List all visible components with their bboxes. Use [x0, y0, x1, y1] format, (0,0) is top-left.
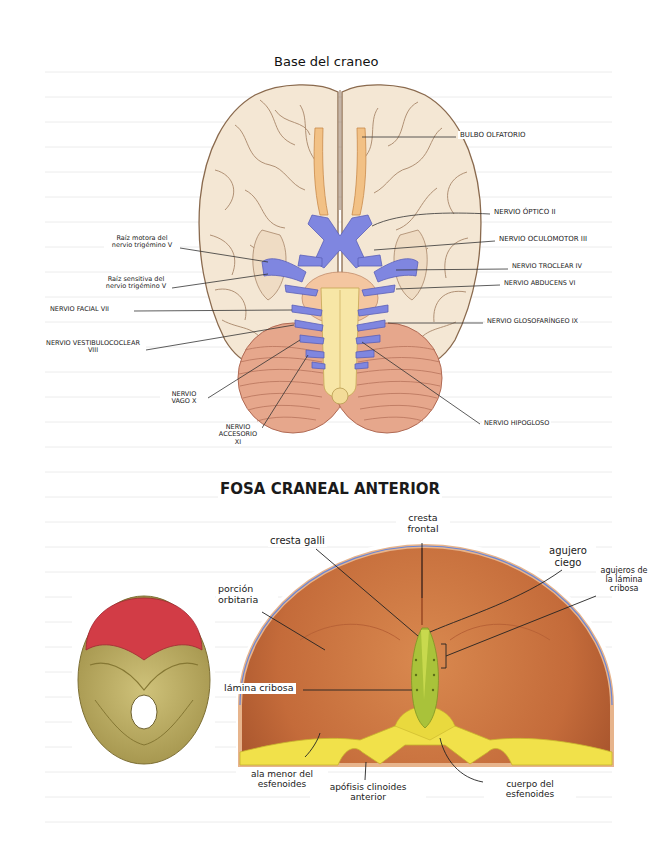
leader-lines	[134, 137, 508, 428]
nerve-label: NERVIO ABDUCENS VI	[502, 280, 577, 287]
structure-label: cresta galli	[268, 535, 327, 547]
nerve-label: NERVIO TROCLEAR IV	[510, 263, 584, 270]
leader-lines	[262, 543, 596, 782]
nerve-label: NERVIO HIPOGLOSO	[482, 420, 551, 427]
structure-label: agujeros de la lámina cribosa	[596, 566, 652, 594]
brain-illustration	[134, 85, 508, 433]
nerve-label: NERVIO OCULOMOTOR III	[497, 235, 589, 243]
section-heading: FOSA CRANEAL ANTERIOR	[218, 481, 442, 498]
structure-label: BULBO OLFATORIO	[458, 131, 528, 139]
nerve-label: NERVIO GLOSOFARÍNGEO IX	[485, 318, 580, 325]
structure-label: porción orbitaria	[216, 584, 278, 606]
structure-label: agujero ciego	[540, 545, 596, 568]
skull-base-thumbnail	[72, 588, 215, 768]
structure-label: cuerpo del esfenoides	[484, 779, 576, 800]
ruled-lines	[45, 72, 612, 822]
nerve-label: NERVIO ÓPTICO II	[492, 208, 558, 216]
nerve-label: NERVIO VESTIBULOCOCLEAR VIII	[40, 340, 146, 355]
nerve-label: NERVIO VAGO X	[160, 391, 208, 406]
nerve-label: NERVIO FACIAL VII	[48, 306, 111, 313]
cranial-nerves	[262, 215, 418, 369]
structure-label: cresta frontal	[396, 513, 450, 535]
anterior-fossa-illustration	[236, 540, 618, 782]
diagram-title: Base del craneo	[271, 54, 381, 69]
nerve-label: Raíz sensitiva del nervio trigémino V	[100, 276, 172, 291]
nerve-label: NERVIO ACCESORIO XI	[214, 424, 262, 446]
nerve-label: Raíz motora del nervio trigémino V	[104, 235, 180, 250]
structure-label: lámina cribosa	[222, 683, 296, 694]
structure-label: apófisis clinoides anterior	[310, 782, 426, 803]
